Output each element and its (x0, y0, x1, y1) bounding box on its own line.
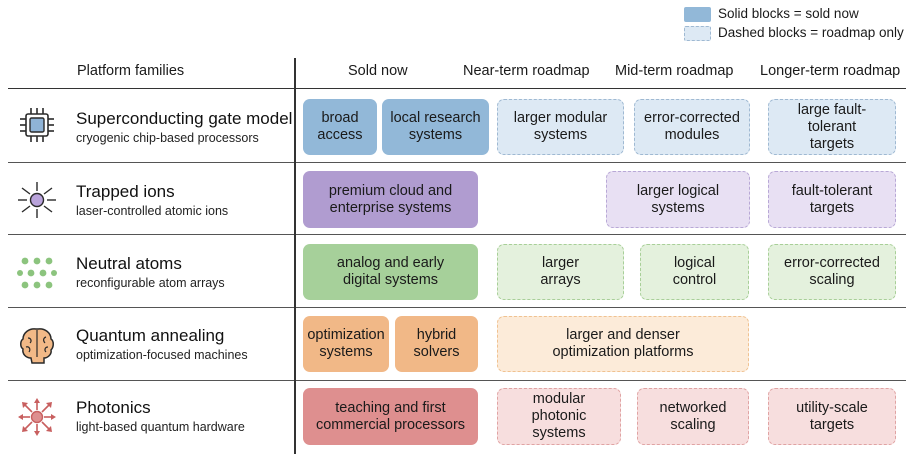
row-divider-3 (8, 307, 906, 309)
block-premium-cloud-enterprise: premium cloud and enterprise systems (303, 171, 478, 228)
row-divider-1 (8, 162, 906, 164)
row-title-trapped-ions: Trapped ions (76, 182, 175, 201)
chip-icon (20, 108, 54, 142)
header-platform-families: Platform families (77, 63, 185, 79)
block-utility-scale-targets: utility-scale targets (768, 388, 896, 445)
block-larger-denser-optimization: larger and denser optimization platforms (497, 316, 749, 372)
block-error-corrected-scaling: error-corrected scaling (768, 244, 896, 300)
row-title-neutral-atoms: Neutral atoms (76, 254, 182, 273)
block-error-corrected-modules: error-corrected modules (634, 99, 750, 155)
row-title-quantum-annealing: Quantum annealing (76, 326, 225, 345)
legend-solid-label: Solid blocks = sold now (718, 6, 859, 21)
block-larger-arrays: larger arrays (497, 244, 624, 300)
block-teaching-first-commercial: teaching and first commercial processors (303, 388, 478, 445)
header-mid-term: Mid-term roadmap (615, 63, 734, 79)
header-longer-term: Longer-term roadmap (760, 63, 901, 79)
header-sold-now: Sold now (348, 63, 408, 79)
row-subtitle-superconducting: cryogenic chip-based processors (76, 131, 259, 145)
block-analog-early-digital: analog and early digital systems (303, 244, 478, 300)
row-divider-2 (8, 234, 906, 236)
block-logical-control: logical control (640, 244, 749, 300)
row-title-superconducting: Superconducting gate model (76, 109, 293, 128)
block-modular-photonic-systems: modular photonic systems (497, 388, 621, 445)
legend-dashed-label: Dashed blocks = roadmap only (718, 25, 904, 40)
photon-icon (18, 398, 56, 436)
atom-array-icon (17, 257, 57, 289)
header-near-term: Near-term roadmap (463, 63, 590, 79)
legend-dashed-swatch (684, 26, 711, 41)
block-optimization-systems: optimization systems (303, 316, 389, 372)
row-divider-4 (8, 380, 906, 382)
block-local-research-systems: local research systems (382, 99, 489, 155)
block-larger-modular-systems: larger modular systems (497, 99, 624, 155)
header-divider (8, 88, 906, 90)
brain-icon (20, 328, 54, 364)
row-title-photonics: Photonics (76, 398, 151, 417)
row-subtitle-neutral-atoms: reconfigurable atom arrays (76, 276, 225, 290)
block-larger-logical-systems: larger logical systems (606, 171, 750, 228)
row-subtitle-trapped-ions: laser-controlled atomic ions (76, 204, 229, 218)
block-hybrid-solvers: hybrid solvers (395, 316, 478, 372)
block-networked-scaling: networked scaling (637, 388, 749, 445)
row-subtitle-photonics: light-based quantum hardware (76, 420, 245, 434)
column-divider (294, 58, 296, 454)
ion-icon (18, 182, 56, 218)
row-subtitle-quantum-annealing: optimization-focused machines (76, 348, 248, 362)
legend-solid-swatch (684, 7, 711, 22)
block-fault-tolerant-targets: fault-tolerant targets (768, 171, 896, 228)
block-broad-access: broad access (303, 99, 377, 155)
block-large-fault-tolerant-targets: large fault-tolerant targets (768, 99, 896, 155)
